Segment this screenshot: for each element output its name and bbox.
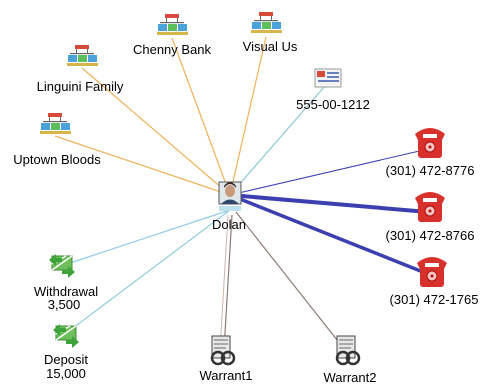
- node-label: Chenny Bank: [133, 42, 212, 57]
- node-label: Deposit: [44, 352, 88, 367]
- link-warrant1[interactable]: [223, 214, 233, 351]
- node-linguini-family[interactable]: Linguini Family: [37, 45, 124, 94]
- node-ssn[interactable]: 555-00-1212: [296, 68, 370, 112]
- warrant-icon: [210, 334, 236, 366]
- node-warrant1[interactable]: Warrant1: [200, 334, 253, 383]
- node-label: Dolan: [212, 217, 246, 232]
- node-amount: 3,500: [48, 297, 81, 312]
- phone-icon: [414, 127, 446, 159]
- node-label: Uptown Bloods: [13, 152, 101, 167]
- link-phone2[interactable]: [229, 193, 429, 214]
- node-phone-8766[interactable]: (301) 472-8766: [386, 191, 475, 243]
- id-card-icon: [314, 68, 342, 88]
- phone-icon: [414, 191, 446, 223]
- node-label: Withdrawal: [34, 284, 98, 299]
- node-deposit[interactable]: Deposit 15,000: [44, 323, 88, 381]
- node-phone-1765[interactable]: (301) 472-1765: [390, 256, 479, 307]
- selection-marker: [219, 206, 241, 211]
- phone-icon: [416, 256, 448, 288]
- organization-icon: [157, 14, 188, 35]
- node-amount: 15,000: [46, 366, 86, 381]
- node-phone-8776[interactable]: (301) 472-8776: [386, 127, 475, 178]
- link-withdrawal[interactable]: [63, 209, 231, 266]
- node-label: Linguini Family: [37, 79, 124, 94]
- link-visual-us[interactable]: [229, 36, 267, 196]
- link-warrant1-b: [219, 214, 229, 351]
- node-chenny-bank[interactable]: Chenny Bank: [133, 14, 212, 57]
- link-uptown-bloods[interactable]: [54, 135, 231, 196]
- node-uptown-bloods[interactable]: Uptown Bloods: [13, 113, 101, 167]
- node-label: Warrant1: [200, 368, 253, 383]
- money-transfer-icon: [52, 323, 80, 349]
- link-chenny-bank[interactable]: [171, 37, 231, 196]
- link-deposit[interactable]: [64, 209, 231, 335]
- node-label: 555-00-1212: [296, 97, 370, 112]
- link-phone3[interactable]: [229, 193, 429, 276]
- organization-icon: [40, 113, 71, 134]
- links: [54, 36, 429, 351]
- money-transfer-icon: [48, 253, 76, 279]
- node-withdrawal[interactable]: Withdrawal 3,500: [34, 253, 98, 312]
- organization-icon: [251, 12, 282, 33]
- link-phone1[interactable]: [229, 148, 429, 196]
- link-linguini-family[interactable]: [81, 67, 231, 196]
- node-label: (301) 472-8776: [386, 163, 475, 178]
- link-warrant2[interactable]: [235, 211, 346, 351]
- node-warrant2[interactable]: Warrant2: [324, 334, 377, 385]
- node-label: Visual Us: [243, 39, 298, 54]
- warrant-icon: [335, 334, 361, 366]
- node-label: (301) 472-1765: [390, 292, 479, 307]
- node-dolan[interactable]: Dolan: [212, 181, 246, 232]
- person-photo-icon: [218, 181, 242, 205]
- node-label: (301) 472-8766: [386, 228, 475, 243]
- organization-icon: [67, 45, 98, 66]
- node-label: Warrant2: [324, 370, 377, 385]
- link-ssn[interactable]: [229, 85, 326, 196]
- node-visual-us[interactable]: Visual Us: [243, 12, 298, 54]
